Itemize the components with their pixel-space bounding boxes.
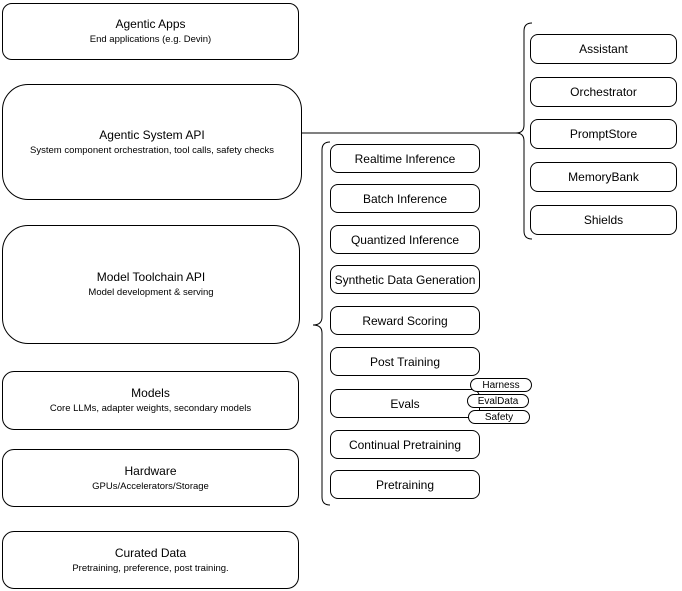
node-agentic-system-api: Agentic System API System component orch…: [2, 84, 302, 200]
node-title: Agentic System API: [99, 127, 205, 142]
node-subtitle: End applications (e.g. Devin): [89, 34, 212, 46]
node-agentic-apps: Agentic Apps End applications (e.g. Devi…: [2, 3, 299, 60]
tag-harness: Harness: [470, 378, 532, 392]
node-hardware: Hardware GPUs/Accelerators/Storage: [2, 449, 299, 507]
node-title: Curated Data: [114, 545, 187, 560]
node-subtitle: GPUs/Accelerators/Storage: [92, 480, 209, 492]
node-shields: Shields: [530, 205, 677, 235]
node-realtime-inference: Realtime Inference: [330, 144, 480, 173]
node-batch-inference: Batch Inference: [330, 184, 480, 213]
node-subtitle: System component orchestration, tool cal…: [30, 144, 274, 156]
node-title: Agentic Apps: [115, 17, 186, 32]
node-subtitle: Pretraining, preference, post training.: [72, 562, 229, 574]
node-evals: Evals: [330, 389, 480, 418]
node-subtitle: Core LLMs, adapter weights, secondary mo…: [49, 403, 252, 415]
node-assistant: Assistant: [530, 34, 677, 64]
node-continual-pretraining: Continual Pretraining: [330, 430, 480, 459]
node-synthetic-data-generation: Synthetic Data Generation: [330, 265, 480, 294]
node-quantized-inference: Quantized Inference: [330, 225, 480, 254]
node-promptstore: PromptStore: [530, 119, 677, 149]
node-models: Models Core LLMs, adapter weights, secon…: [2, 371, 299, 430]
node-orchestrator: Orchestrator: [530, 77, 677, 107]
node-pretraining: Pretraining: [330, 470, 480, 499]
node-memorybank: MemoryBank: [530, 162, 677, 192]
tag-safety: Safety: [468, 410, 530, 424]
tag-evaldata: EvalData: [467, 394, 529, 408]
node-title: Models: [131, 386, 170, 401]
node-title: Hardware: [124, 463, 177, 478]
node-title: Model Toolchain API: [96, 270, 206, 285]
node-model-toolchain-api: Model Toolchain API Model development & …: [2, 225, 300, 344]
node-curated-data: Curated Data Pretraining, preference, po…: [2, 531, 299, 589]
node-post-training: Post Training: [330, 347, 480, 376]
toolchain-brace: [312, 141, 331, 506]
node-reward-scoring: Reward Scoring: [330, 306, 480, 335]
node-subtitle: Model development & serving: [88, 287, 214, 299]
